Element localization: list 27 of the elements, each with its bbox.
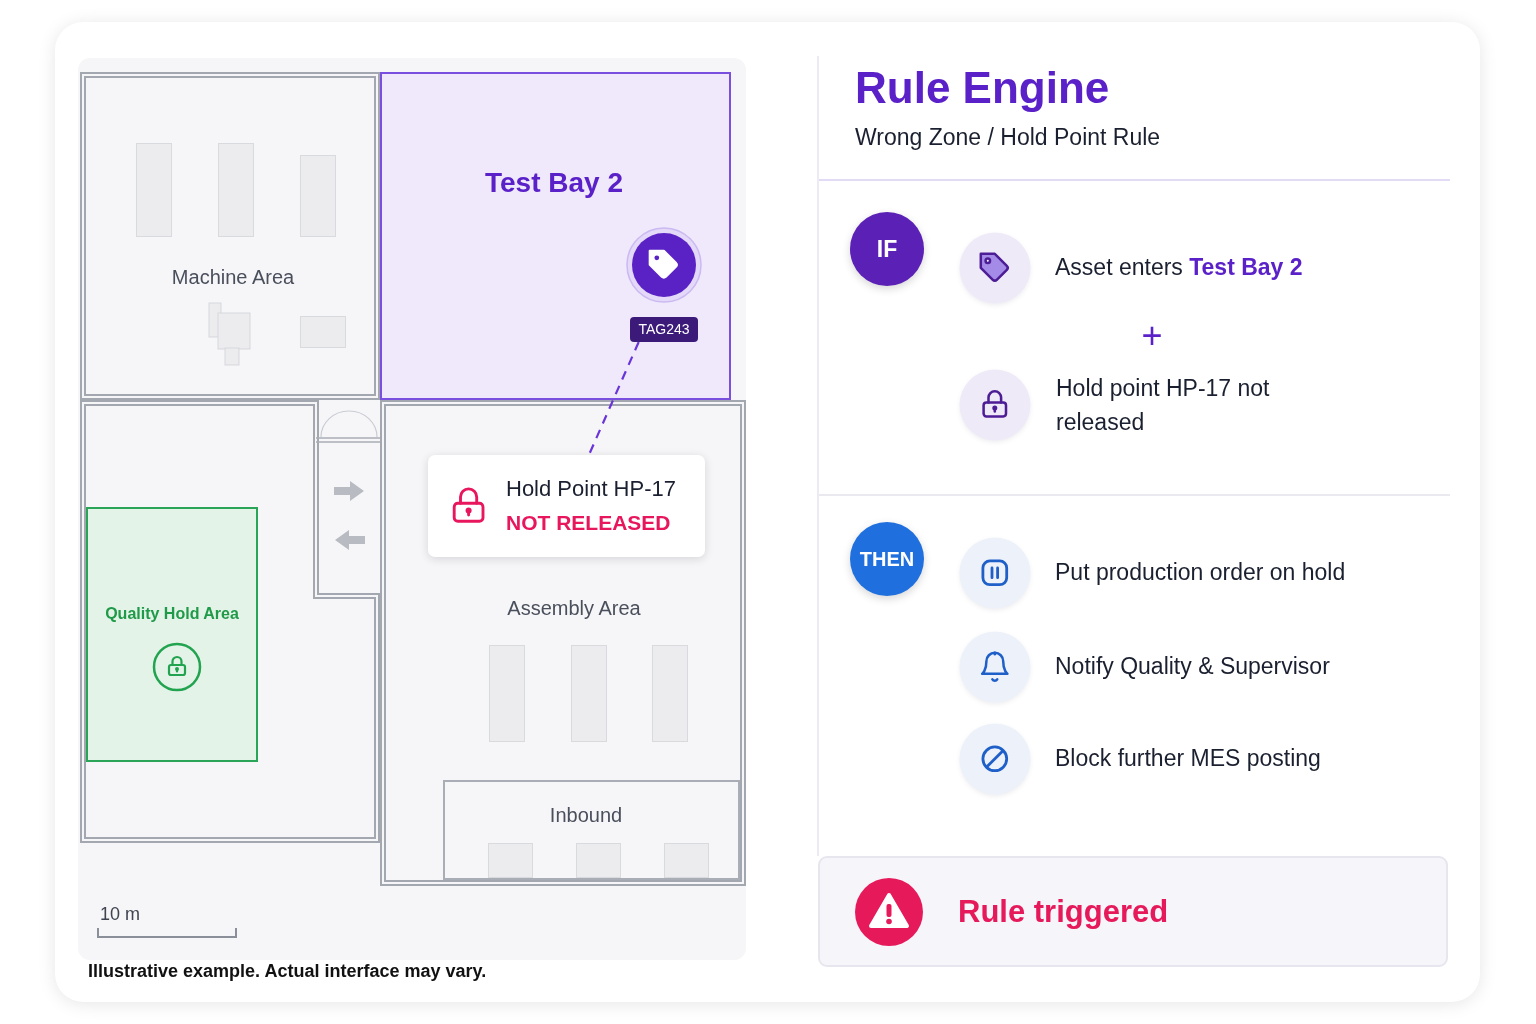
action-text: Notify Quality & Supervisor [1055, 653, 1330, 681]
tag-id-label: TAG243 [630, 317, 698, 342]
alert-banner [818, 856, 1448, 967]
condition-text: Asset enters Test Bay 2 [1055, 254, 1303, 282]
room [380, 400, 746, 886]
room-label: Assembly Area [507, 596, 641, 620]
room-label: Machine Area [171, 265, 295, 289]
alert-text: Rule triggered [958, 893, 1169, 931]
scale-label: 10 m [100, 904, 141, 926]
room-label: Inbound [549, 803, 623, 827]
panel-title: Rule Engine [855, 61, 1110, 114]
status-text: NOT RELEASED [506, 510, 671, 536]
zone-label: Test Bay 2 [485, 166, 623, 200]
highlighted-zone [380, 72, 731, 400]
alert-card [428, 455, 705, 557]
card-title: Hold Point HP-17 [506, 475, 676, 503]
rule-subtitle: Wrong Zone / Hold Point Rule [855, 124, 1161, 152]
zone-label: Quality Hold Area [105, 604, 239, 624]
action-text: Put production order on hold [1055, 559, 1346, 587]
condition-text: Hold point HP-17 not released [1056, 374, 1271, 437]
highlighted-zone [86, 507, 258, 762]
room [80, 72, 380, 400]
caption-text: Illustrative example. Actual interface may vary. [88, 961, 487, 983]
plus-sign: + [1141, 314, 1163, 358]
action-text: Block further MES posting [1055, 745, 1321, 773]
dashed-connector [587, 341, 640, 456]
room [443, 780, 740, 880]
